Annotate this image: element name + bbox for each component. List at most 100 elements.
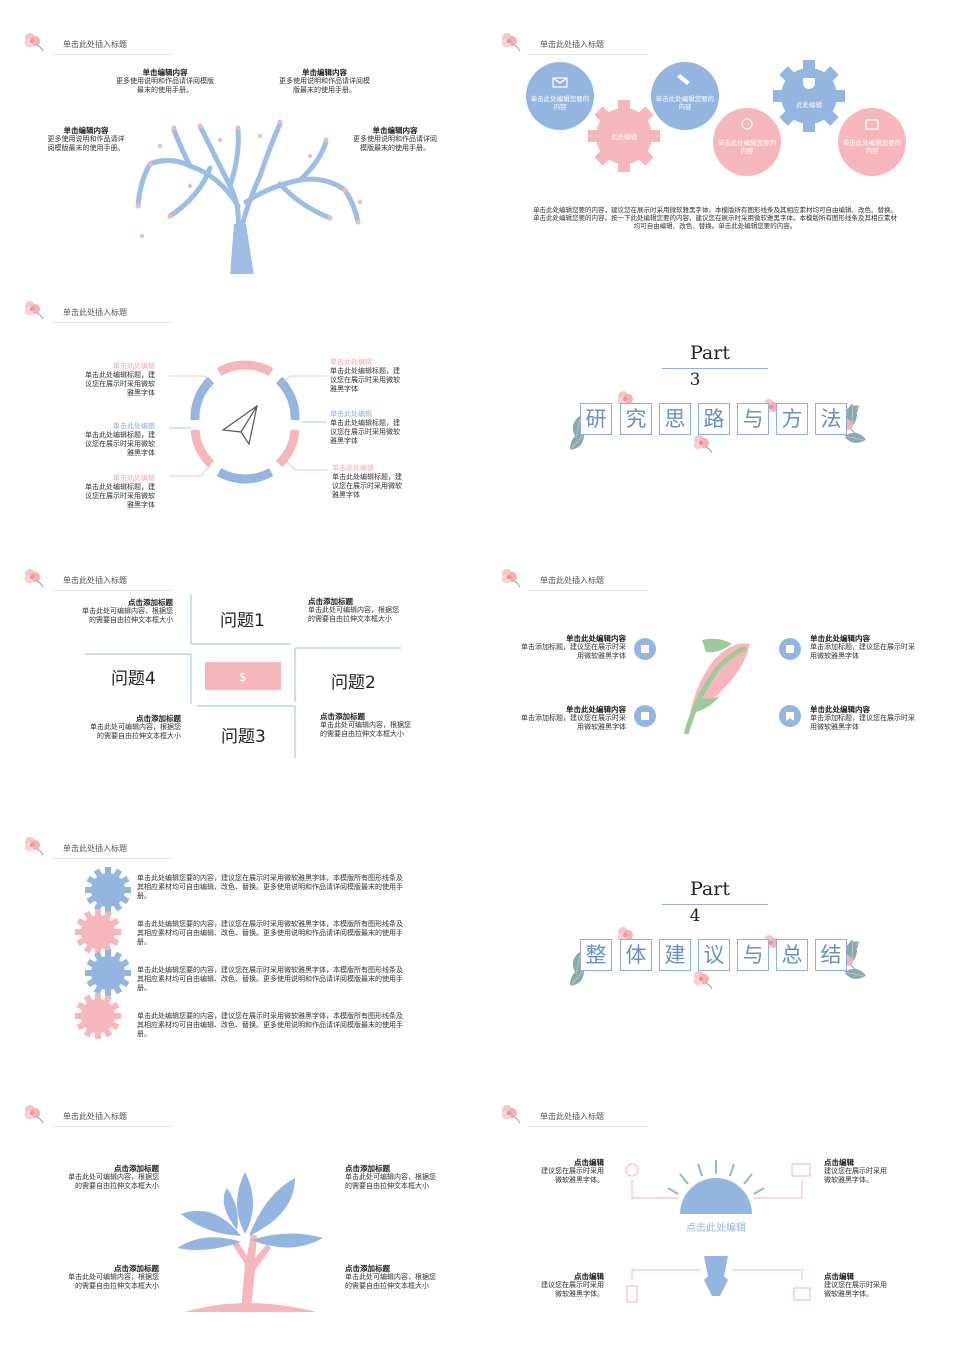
part-label[interactable]: Part (690, 878, 730, 900)
box-icon (641, 712, 649, 720)
header-divider (51, 590, 171, 591)
title-char[interactable]: 建 (659, 939, 691, 971)
list-item[interactable]: 单击此处编辑您要的内容，建议您在展示时采用微软雅黑字体，本模版所有图形线条及其相… (137, 1012, 403, 1038)
lightbulb-icon (625, 1163, 639, 1177)
part-underline (662, 368, 768, 369)
question-3[interactable]: 问题3 (221, 727, 266, 747)
text-block-top-left[interactable]: 点击添加标题 单击此处可编辑内容，根据您的需要自由拉伸文本框大小 (65, 1164, 159, 1191)
text-block-bottom-right[interactable]: 点击编辑 建议您在展示时采用微软雅黑字体。 (824, 1272, 888, 1299)
title-char[interactable]: 议 (698, 939, 730, 971)
text-block-top-left[interactable]: 点击编辑 建议您在展示时采用微软雅黑字体。 (540, 1158, 604, 1185)
dollar-icon: $ (239, 670, 247, 684)
item-title: 单击此处编辑 (113, 474, 155, 482)
slide-5-questions: 单击此处插入标题 $ 问题1 问题2 问题3 问题4 点击添加标题 单击此处可编… (5, 548, 475, 810)
item-title: 单击此处编辑 (330, 358, 372, 366)
title-char[interactable]: 体 (620, 939, 652, 971)
ring-item-right-1[interactable]: 单击此处编辑 单击此处编辑标题，建议您在展示时采用微软雅黑字体 (330, 358, 404, 394)
slide-title[interactable]: 单击此处插入标题 (540, 1112, 604, 1121)
paragraph[interactable]: 单击此处编辑您要的内容，建议您在展示时采用微软雅黑字体。本模版所有图形线条及其相… (533, 206, 897, 230)
text-block-top-right[interactable]: 单击此处编辑内容 单击添加标题，建议您在展示时采用微软雅黑字体 (810, 634, 920, 661)
text-block-mid-left[interactable]: 单击编辑内容 更多使用说明和作品请详阅模版最末的使用手册。 (45, 126, 127, 153)
slide-title[interactable]: 单击此处插入标题 (63, 576, 127, 585)
text-block-top-left[interactable]: 点击添加标题 单击此处可编辑内容，根据您的需要自由拉伸文本框大小 (77, 598, 173, 625)
item-body: 单击添加标题，建议您在展示时采用微软雅黑字体 (521, 714, 626, 731)
circle-label[interactable]: 单击此处编辑您要的内容 (655, 95, 715, 111)
header-divider (51, 1126, 171, 1127)
slide-3-ring: 单击此处插入标题 单击此处编辑 单击此处编辑标题，建议您在展示时采用微软雅黑字体 (5, 280, 475, 542)
title-char[interactable]: 与 (737, 403, 769, 435)
title-char[interactable]: 整 (580, 939, 612, 971)
plant-illustration (177, 1172, 323, 1312)
item-body: 建议您在展示时采用微软雅黑字体。 (824, 1167, 887, 1184)
text-block-top-left[interactable]: 单击编辑内容 更多使用说明和作品请详阅模版最末的使用手册。 (115, 68, 215, 95)
title-char[interactable]: 方 (776, 403, 808, 435)
slide-2-gears: 单击此处插入标题 单击此处编辑您要的内容 (482, 12, 952, 274)
ring-item-right-2[interactable]: 单击此处编辑 单击此处编辑标题，建议您在展示时采用微软雅黑字体 (330, 410, 404, 446)
part-label[interactable]: Part (690, 342, 730, 364)
list-item[interactable]: 单击此处编辑您要的内容，建议您在展示时采用微软雅黑字体，本模版所有图形线条及其相… (137, 874, 403, 900)
gear-label[interactable]: 此处编辑 (796, 101, 822, 109)
ring-item-left-3[interactable]: 单击此处编辑 单击此处编辑标题，建议您在展示时采用微软雅黑字体 (81, 474, 155, 510)
text-block-bottom-left[interactable]: 点击编辑 建议您在展示时采用微软雅黑字体。 (540, 1272, 604, 1299)
text-block-top-right[interactable]: 点击添加标题 单击此处可编辑内容，根据您的需要自由拉伸文本框大小 (345, 1164, 439, 1191)
title-char[interactable]: 结 (815, 939, 847, 971)
question-4[interactable]: 问题4 (111, 669, 156, 689)
ring-item-right-3[interactable]: 单击此处编辑 单击此处编辑标题，建议您在展示时采用微软雅黑字体 (332, 464, 406, 500)
item-title: 单击此处编辑 (332, 464, 374, 472)
text-block-top-right[interactable]: 单击编辑内容 更多使用说明和作品请详阅模版最末的使用手册。 (277, 68, 372, 95)
question-1[interactable]: 问题1 (220, 611, 265, 631)
bookmark-icon (641, 645, 649, 653)
title-char[interactable]: 究 (620, 403, 652, 435)
title-char[interactable]: 研 (580, 403, 612, 435)
part-underline (662, 904, 768, 905)
item-title: 点击添加标题 (345, 1264, 390, 1273)
text-block-top-left[interactable]: 单击此处编辑内容 单击添加标题，建议您在展示时采用微软雅黑字体 (516, 634, 626, 661)
list-item[interactable]: 单击此处编辑您要的内容，建议您在展示时采用微软雅黑字体，本模版所有图形线条及其相… (137, 966, 403, 992)
title-char[interactable]: 总 (776, 939, 808, 971)
phone-icon (626, 1285, 638, 1303)
circle-label[interactable]: 单击此处编辑您要的内容 (717, 139, 777, 155)
part-number[interactable]: 3 (689, 370, 701, 390)
slide-title[interactable]: 单击此处插入标题 (63, 1112, 127, 1121)
text-block-bottom-right[interactable]: 单击此处编辑内容 单击添加标题，建议您在展示时采用微软雅黑字体 (810, 705, 920, 732)
circle-label[interactable]: 单击此处编辑您要的内容 (842, 139, 902, 155)
list-item[interactable]: 单击此处编辑您要的内容，建议您在展示时采用微软雅黑字体，本模版所有图形线条及其相… (137, 920, 403, 946)
folder-icon (865, 119, 879, 130)
slide-10-bulb: 单击此处插入标题 (482, 1084, 952, 1346)
circle-label[interactable]: 单击此处编辑您要的内容 (530, 95, 590, 111)
item-body: 单击此处可编辑内容，根据您的需要自由拉伸文本框大小 (68, 1273, 159, 1290)
slide-title[interactable]: 单击此处插入标题 (540, 40, 604, 49)
item-body: 单击此处编辑标题，建议您在展示时采用微软雅黑字体 (85, 431, 155, 457)
slide-7-list: 单击此处插入标题 单击此处编辑您要的内容，建议您在展示时采用微软雅黑字体，本模版… (5, 816, 475, 1078)
slide-title[interactable]: 单击此处插入标题 (63, 844, 127, 853)
question-2[interactable]: 问题2 (331, 673, 376, 693)
slide-title[interactable]: 单击此处插入标题 (540, 576, 604, 585)
text-block-bottom-right[interactable]: 点击添加标题 单击此处可编辑内容，根据您的需要自由拉伸文本框大小 (345, 1264, 439, 1291)
gear-label[interactable]: 此处编辑 (611, 133, 637, 141)
slide-title[interactable]: 单击此处插入标题 (63, 308, 127, 317)
item-title: 点击编辑 (824, 1158, 854, 1167)
text-block-top-right[interactable]: 点击编辑 建议您在展示时采用微软雅黑字体。 (824, 1158, 888, 1185)
header-divider (528, 54, 648, 55)
text-block-mid-right[interactable]: 单击编辑内容 更多使用说明和作品请详阅模版最末的使用手册。 (353, 126, 437, 153)
clipboard-icon (786, 645, 794, 653)
title-char[interactable]: 法 (815, 403, 847, 435)
slide-title[interactable]: 单击此处插入标题 (63, 40, 127, 49)
text-block-bottom-right[interactable]: 点击添加标题 单击此处可编辑内容，根据您的需要自由拉伸文本框大小 (320, 712, 416, 739)
text-block-bottom-left[interactable]: 单击此处编辑内容 单击添加标题，建议您在展示时采用微软雅黑字体 (516, 705, 626, 732)
title-char[interactable]: 路 (698, 403, 730, 435)
part-number[interactable]: 4 (689, 906, 701, 926)
title-char[interactable]: 思 (659, 403, 691, 435)
starburst-column (75, 867, 131, 1039)
ring-item-left-1[interactable]: 单击此处编辑 单击此处编辑标题，建议您在展示时采用微软雅黑字体 (81, 362, 155, 398)
item-body: 单击此处编辑标题，建议您在展示时采用微软雅黑字体 (330, 419, 400, 445)
slide-4-part-3: Part 3 研 究 思 路 与 方 法 (482, 280, 952, 542)
center-label[interactable]: 点击此处编辑 (686, 1223, 746, 1234)
text-block-bottom-left[interactable]: 点击添加标题 单击此处可编辑内容，根据您的需要自由拉伸文本框大小 (85, 714, 181, 741)
ring-item-left-2[interactable]: 单击此处编辑 单击此处编辑标题，建议您在展示时采用微软雅黑字体 (81, 422, 155, 458)
item-title: 单击编辑内容 (372, 126, 418, 135)
text-block-bottom-left[interactable]: 点击添加标题 单击此处可编辑内容，根据您的需要自由拉伸文本框大小 (65, 1264, 159, 1291)
text-block-top-right[interactable]: 点击添加标题 单击此处可编辑内容，根据您的需要自由拉伸文本框大小 (308, 597, 404, 624)
item-title: 单击编辑内容 (63, 126, 109, 135)
title-char[interactable]: 与 (737, 939, 769, 971)
